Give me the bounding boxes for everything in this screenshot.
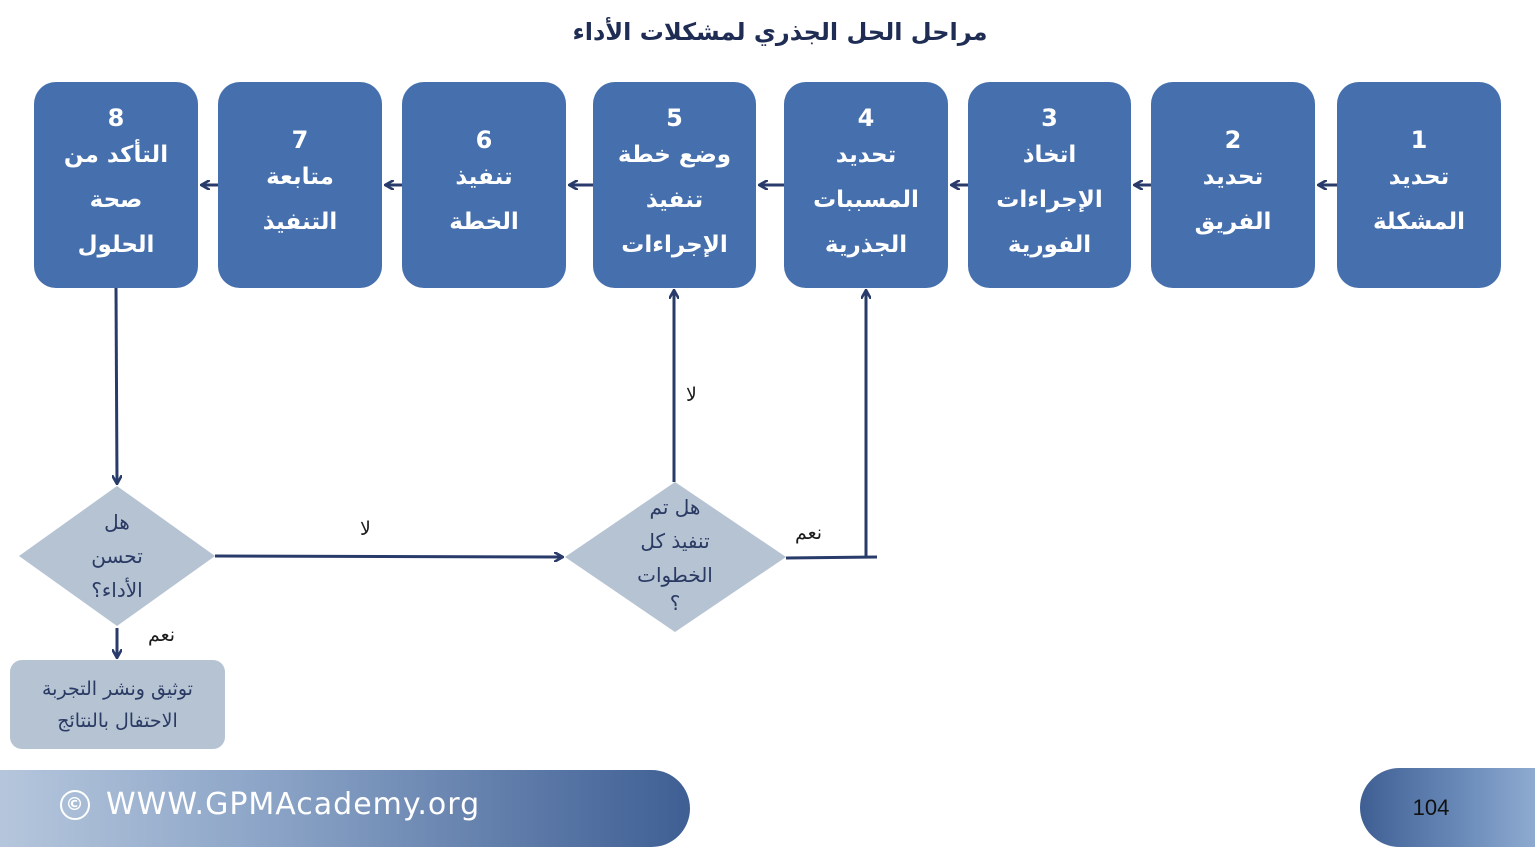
step-text: الجذرية <box>824 231 908 258</box>
step-text: تنفيذ <box>455 164 513 190</box>
step-text: وضع خطة <box>617 141 732 168</box>
result-text-line: توثيق ونشر التجربة <box>42 677 193 700</box>
footer-website: © WWW.GPMAcademy.org <box>60 787 480 822</box>
step-text: المشكلة <box>1372 209 1466 235</box>
step-text: تنفيذ <box>645 186 704 213</box>
step-number: 1 <box>1410 126 1428 154</box>
label-no-to-step5: لا <box>686 384 697 406</box>
step-text: التنفيذ <box>262 209 338 235</box>
result-text-line: الاحتفال بالنتائج <box>57 709 178 732</box>
decision-text-line: ؟ <box>669 591 681 615</box>
decision-all-steps-done <box>565 482 786 632</box>
step-8-verify-solutions: 8 التأكد من صحة الحلول <box>34 82 198 288</box>
step-2-identify-team: 2 تحديد الفريق <box>1151 82 1315 288</box>
decision-text-line: الخطوات <box>637 563 713 587</box>
step-text: الخطة <box>449 209 519 235</box>
decision-text-line: الأداء؟ <box>91 578 143 602</box>
arrow-no-to-check-steps <box>214 556 562 557</box>
step-text: التأكد من <box>63 141 169 168</box>
step-number: 5 <box>666 103 683 132</box>
step-text: الفورية <box>1007 231 1092 258</box>
copyright-icon: © <box>60 789 90 820</box>
step-3-immediate-actions: 3 اتخاذ الإجراءات الفورية <box>968 82 1131 288</box>
step-text: تحديد <box>1388 164 1450 190</box>
step-text: صحة <box>89 186 143 213</box>
decision-text-line: تحسن <box>91 544 143 568</box>
result-document-celebrate: توثيق ونشر التجربة الاحتفال بالنتائج <box>10 660 225 749</box>
step-text: اتخاذ <box>1022 141 1077 168</box>
step-4-root-causes: 4 تحديد المسببات الجذرية <box>784 82 948 288</box>
step-text: الإجراءات <box>621 231 728 258</box>
step-text: الإجراءات <box>996 186 1103 213</box>
step-text: تحديد <box>835 141 897 168</box>
footer-url-text[interactable]: WWW.GPMAcademy.org <box>106 787 481 822</box>
arrow-8-to-decision <box>116 287 117 483</box>
page-number-badge <box>1360 768 1535 847</box>
step-text: متابعة <box>266 164 334 190</box>
label-no-to-check-steps: لا <box>360 518 371 540</box>
arrow-yes-to-step4 <box>785 555 878 560</box>
step-1-identify-problem: 1 تحديد المشكلة <box>1337 82 1501 288</box>
step-text: الفريق <box>1194 209 1272 235</box>
decision-steps-text: هل تم تنفيذ كل الخطوات ؟ <box>610 490 740 614</box>
step-6-execute-plan: 6 تنفيذ الخطة <box>402 82 566 288</box>
step-text: الحلول <box>77 231 155 258</box>
step-text: المسببات <box>813 186 919 213</box>
step-5-action-plan: 5 وضع خطة تنفيذ الإجراءات <box>593 82 756 288</box>
step-number: 6 <box>475 126 493 154</box>
decision-performance-text: هل تحسن الأداء؟ <box>57 505 177 607</box>
decision-text-line: هل تم <box>649 495 701 519</box>
step-number: 7 <box>291 126 309 154</box>
step-number: 8 <box>107 103 125 132</box>
diagram-title: مراحل الحل الجذري لمشكلات الأداء <box>572 18 988 46</box>
decision-text-line: تنفيذ كل <box>640 529 710 553</box>
step-number: 2 <box>1224 126 1242 154</box>
footer-banner <box>0 770 690 847</box>
step-number: 3 <box>1041 103 1058 132</box>
label-yes-to-step4: نعم <box>795 522 823 544</box>
step-7-follow-up: 7 متابعة التنفيذ <box>218 82 382 288</box>
page-number: 104 <box>1412 795 1450 820</box>
label-yes-to-result: نعم <box>148 624 176 646</box>
step-text: تحديد <box>1202 164 1264 190</box>
decision-performance-improved <box>19 486 215 626</box>
step-number: 4 <box>857 103 875 132</box>
decision-text-line: هل <box>104 510 130 534</box>
